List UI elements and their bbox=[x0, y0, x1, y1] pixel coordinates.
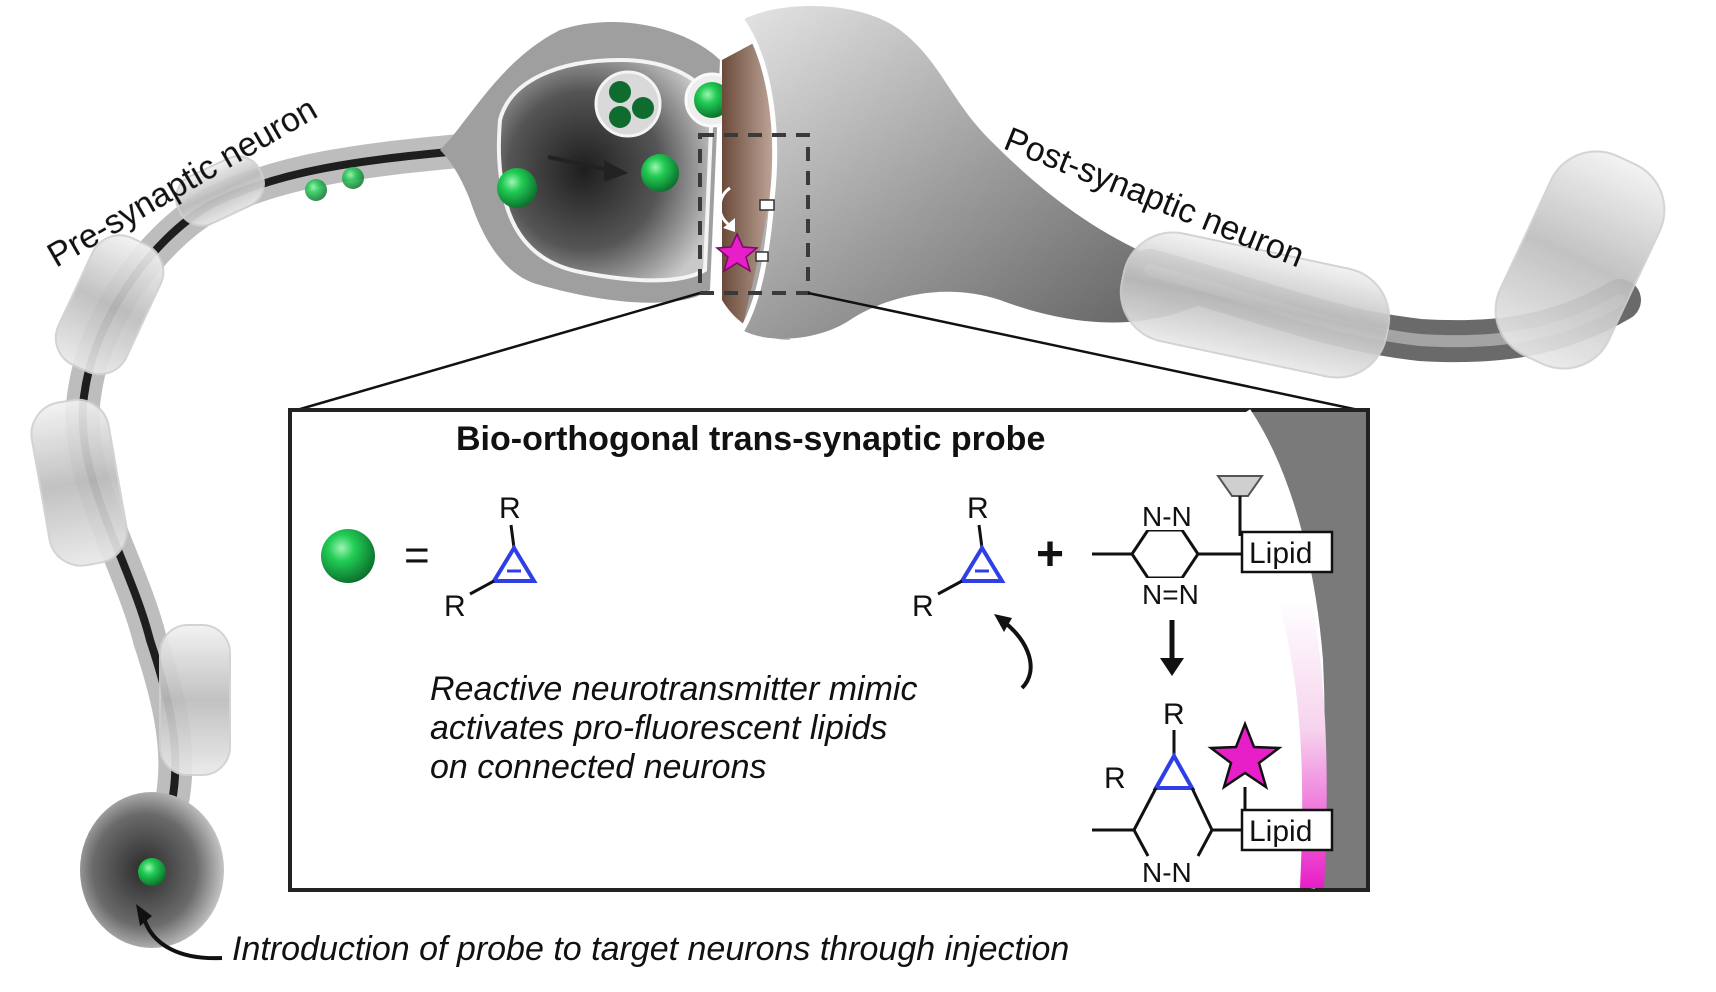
cyclopropene-structure-2: R R bbox=[912, 492, 1006, 623]
equals-sign: = bbox=[404, 531, 430, 580]
fluorophore-star-product-icon bbox=[1207, 720, 1283, 790]
transport-arrow bbox=[547, 155, 611, 172]
svg-text:R: R bbox=[967, 492, 989, 525]
svg-text:R: R bbox=[444, 590, 466, 623]
post-synaptic-spine bbox=[742, 6, 1210, 339]
lipid-box-reactant bbox=[1240, 530, 1334, 574]
product-structure: R R N-N bbox=[1092, 698, 1242, 888]
caption-pointer-arrow bbox=[1002, 620, 1033, 690]
myelin-sheaths-pre bbox=[30, 155, 265, 776]
inset-caption-line-1: Reactive neurotransmitter mimic bbox=[430, 670, 917, 708]
inset-panel: Bio-orthogonal trans-synaptic probe = R … bbox=[288, 408, 1370, 892]
svg-text:N-N: N-N bbox=[1142, 501, 1192, 532]
zoom-region-box bbox=[698, 133, 810, 295]
cyclopropene-structure-1: R R bbox=[444, 492, 538, 623]
injection-caption: Introduction of probe to target neurons … bbox=[232, 930, 1069, 968]
svg-text:R: R bbox=[1104, 762, 1126, 795]
svg-text:R: R bbox=[1163, 698, 1185, 731]
svg-text:N-N: N-N bbox=[1142, 857, 1192, 888]
svg-text:N=N: N=N bbox=[1142, 579, 1199, 610]
myelin-sheaths-post bbox=[1119, 150, 1666, 379]
probe-sphere-icon bbox=[321, 529, 375, 583]
lipid-label-product: Lipid bbox=[1249, 815, 1312, 848]
receptor-icon bbox=[759, 199, 775, 211]
injection-arrow bbox=[142, 917, 223, 961]
fluorophore-star-icon bbox=[715, 232, 759, 273]
svg-text:R: R bbox=[499, 492, 521, 525]
lipid-label-reactant: Lipid bbox=[1249, 537, 1312, 570]
svg-text:R: R bbox=[912, 590, 934, 623]
lipid-box-product bbox=[1240, 808, 1334, 852]
tetrazine-structure: N-N N=N bbox=[1092, 500, 1242, 610]
inset-caption-line-3: on connected neurons bbox=[430, 748, 766, 786]
injected-probe-icon bbox=[138, 858, 166, 886]
inset-caption-line-2: activates pro-fluorescent lipids bbox=[430, 709, 887, 747]
inset-title: Bio-orthogonal trans-synaptic probe bbox=[456, 420, 1045, 458]
plus-sign: + bbox=[1036, 528, 1064, 581]
reaction-arrow bbox=[1160, 658, 1184, 676]
quencher-icon bbox=[1216, 475, 1264, 497]
